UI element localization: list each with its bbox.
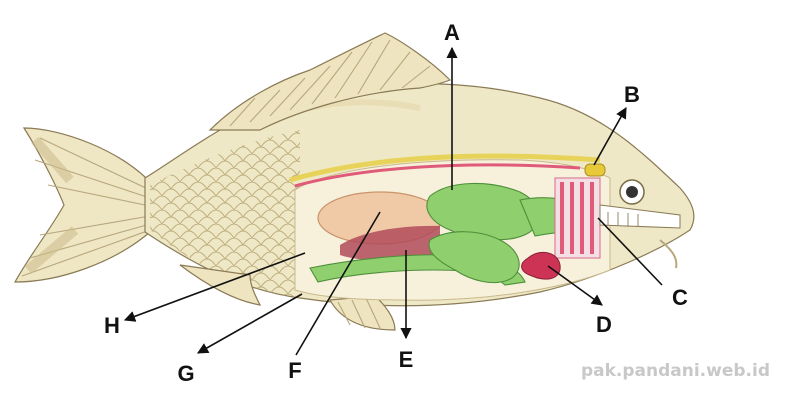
label-a: A: [444, 20, 460, 45]
watermark: pak.pandani.web.id: [581, 361, 770, 381]
heart: [521, 251, 561, 280]
label-c: C: [672, 285, 688, 310]
leader-g: [197, 293, 303, 354]
leader-h: [123, 252, 306, 322]
head: [619, 179, 678, 269]
leader-d: [547, 265, 603, 306]
leader-f: [295, 211, 381, 356]
label-d: D: [596, 312, 612, 337]
leader-c: [597, 217, 663, 286]
label-b: B: [624, 82, 640, 107]
leader-lines: [123, 46, 663, 356]
caudal-fin: [13, 127, 151, 283]
label-e: E: [399, 347, 414, 372]
gonad: [340, 225, 440, 261]
label-h: H: [104, 313, 120, 338]
label-g: G: [177, 361, 194, 386]
label-f: F: [288, 358, 301, 383]
spine: [289, 153, 606, 188]
labels: A B C D E F G H: [104, 20, 688, 386]
gills: [554, 177, 681, 259]
dorsal-fin: [208, 32, 452, 131]
leader-b: [593, 107, 627, 166]
